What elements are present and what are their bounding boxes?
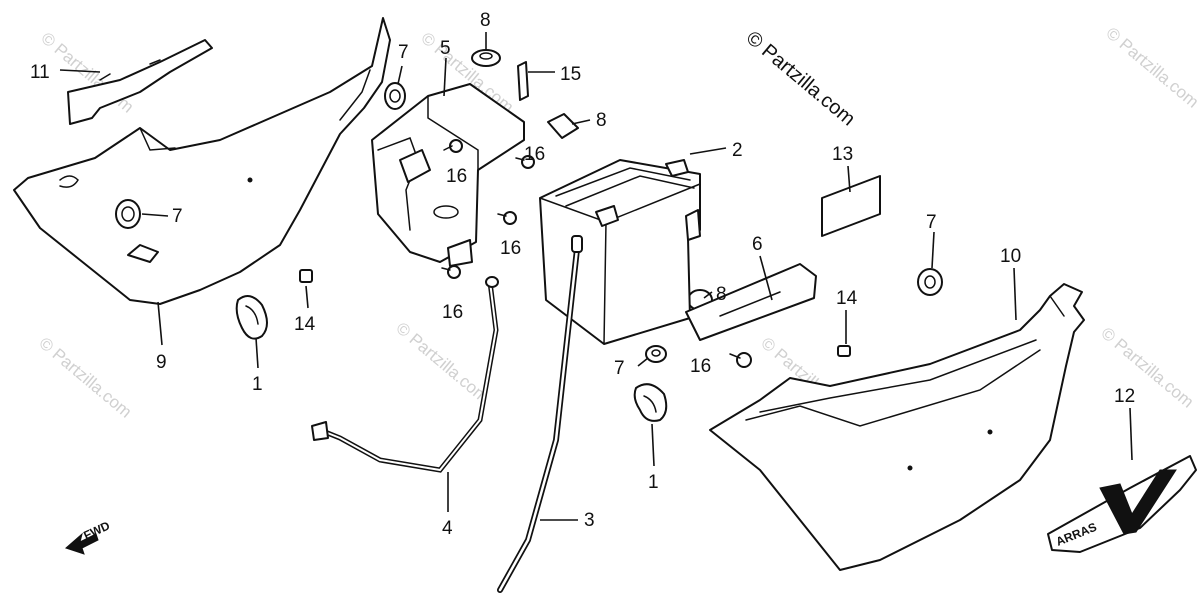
watermark-text: © Partzilla.com	[1097, 324, 1197, 412]
emblem-part-12: ARRAS	[1047, 455, 1197, 553]
callout-16: 16	[442, 302, 463, 323]
watermark-text: © Partzilla.com	[1102, 24, 1200, 112]
callouts: 11 7 5 8 15 8 2 16 16 16 16 16 7 9 1 14 …	[30, 10, 1135, 539]
callout-8: 8	[596, 110, 607, 131]
callout-10: 10	[1000, 246, 1021, 267]
callout-6: 6	[752, 234, 763, 255]
bolt-part-16	[441, 265, 461, 279]
callout-16: 16	[500, 238, 521, 259]
callout-16: 16	[690, 356, 711, 377]
callout-16: 16	[446, 166, 467, 187]
callout-7: 7	[614, 358, 625, 379]
callout-4: 4	[442, 518, 453, 539]
bolt-part-16	[443, 139, 463, 153]
bolt-part-16	[515, 155, 535, 169]
grommet-part-7-upper	[384, 82, 406, 110]
cable-part-4	[311, 276, 499, 473]
callout-16: 16	[524, 144, 545, 165]
grommet-part-7	[115, 199, 141, 229]
grommet-part-7	[645, 345, 667, 363]
callout-14: 14	[836, 288, 858, 309]
callout-11: 11	[30, 62, 50, 83]
callout-7: 7	[926, 212, 937, 233]
copyright-text: © Partzilla.com	[742, 27, 859, 130]
grommet-part-1	[633, 383, 668, 422]
grommet-part-7	[917, 268, 943, 296]
leader-lines	[59, 32, 1133, 521]
battery-part-2	[539, 159, 701, 345]
clip-part-14	[837, 345, 851, 357]
callout-5: 5	[440, 38, 451, 59]
right-side-cover-part-10	[709, 283, 1085, 571]
rubber-pad-part-8	[471, 49, 501, 67]
callout-7: 7	[172, 206, 183, 227]
bolt-part-16	[729, 352, 752, 368]
grommet-part-1	[235, 295, 268, 340]
vent-tube-part-3	[497, 235, 583, 593]
watermark-text: © Partzilla.com	[392, 319, 492, 407]
watermark-text: © Partzilla.com	[35, 334, 135, 422]
rubber-pad-part-8	[547, 113, 579, 139]
forward-arrow-icon: FWD	[65, 518, 112, 555]
label-part-13	[821, 175, 881, 237]
callout-3: 3	[584, 510, 595, 531]
callout-14: 14	[294, 314, 316, 335]
callout-13: 13	[832, 144, 853, 165]
callout-12: 12	[1114, 386, 1135, 407]
callout-2: 2	[732, 140, 743, 161]
left-side-cover-part-9	[13, 17, 391, 305]
callout-1: 1	[648, 472, 659, 493]
callout-9: 9	[156, 352, 167, 373]
callout-1: 1	[252, 374, 263, 395]
bracket-part-6	[685, 263, 817, 341]
callout-8: 8	[716, 284, 727, 305]
bolt-part-16	[497, 211, 517, 225]
callout-8: 8	[480, 10, 491, 31]
clip-part-15	[517, 61, 529, 101]
clip-part-14	[299, 269, 313, 283]
callout-15: 15	[560, 64, 581, 85]
battery-box-part-5	[371, 83, 525, 267]
bracket-part-11	[67, 39, 213, 125]
callout-7: 7	[398, 42, 409, 63]
